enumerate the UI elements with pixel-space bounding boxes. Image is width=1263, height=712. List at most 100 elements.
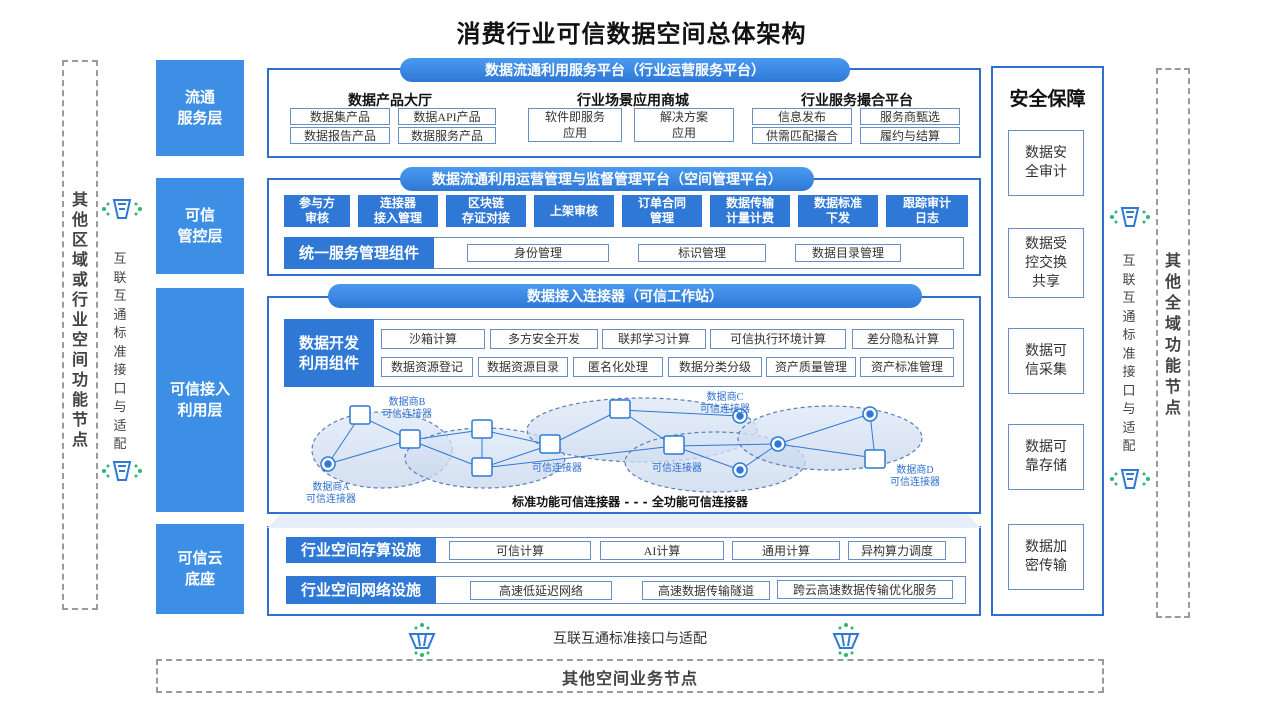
left-connector-icon-bottom bbox=[102, 461, 142, 481]
module-billing-text: 数据传输 计量计费 bbox=[725, 196, 774, 225]
cloud-panel-top-accent bbox=[267, 514, 981, 528]
module-listing: 上架审核 bbox=[534, 195, 614, 227]
module-order-text: 订单合同 管理 bbox=[637, 196, 686, 225]
storage-general: 通用计算 bbox=[732, 541, 840, 560]
node-cube-b3 bbox=[471, 419, 493, 439]
dev-component-text: 数据开发 利用组件 bbox=[298, 334, 359, 372]
label-merchant-c-text: 数据商C 可信连接器 bbox=[700, 392, 750, 415]
node-cube-c2 bbox=[663, 435, 685, 455]
network-tunnel: 高速数据传输隧道 bbox=[642, 581, 770, 600]
left-node-label-text: 其他区域或行业空间功能节点 bbox=[71, 190, 88, 449]
label-merchant-b: 数据商B 可信连接器 bbox=[372, 397, 442, 421]
module-audit: 跟踪审计 日志 bbox=[886, 195, 968, 227]
layer-circulation: 流通 服务层 bbox=[156, 60, 244, 156]
layer-access-text: 可信接入 利用层 bbox=[169, 380, 230, 419]
module-standard: 数据标准 下发 bbox=[798, 195, 878, 227]
network-caption: 标准功能可信连接器 - - - 全功能可信连接器 bbox=[512, 495, 748, 509]
unified-identifier: 标识管理 bbox=[638, 244, 766, 262]
bottom-node-frame bbox=[156, 659, 1104, 693]
node-hex-d-inner bbox=[774, 440, 782, 448]
access-title: 数据接入连接器（可信工作站） bbox=[328, 284, 922, 308]
node-cube-b bbox=[349, 405, 371, 425]
label-merchant-a-text: 数据商A 可信连接器 bbox=[306, 482, 356, 505]
layer-control: 可信 管控层 bbox=[156, 178, 244, 274]
network-low-latency: 高速低延迟网络 bbox=[470, 581, 612, 600]
unified-catalog: 数据目录管理 bbox=[795, 244, 901, 262]
match-supply: 供需匹配撮合 bbox=[752, 127, 852, 144]
label-merchant-d-text: 数据商D 可信连接器 bbox=[890, 465, 940, 488]
right-connector-icon-top bbox=[1110, 207, 1150, 227]
security-title: 安全保障 bbox=[1009, 88, 1086, 110]
network-title: 行业空间网络设施 bbox=[286, 576, 436, 604]
network-nodes bbox=[320, 399, 886, 478]
security-storage: 数据可 靠存储 bbox=[1008, 424, 1084, 490]
layer-circulation-text: 流通 服务层 bbox=[177, 88, 223, 127]
scene-solution-text: 解决方案 应用 bbox=[659, 110, 708, 140]
node-hex-c2-inner bbox=[736, 466, 744, 474]
dev-federated: 联邦学习计算 bbox=[602, 329, 706, 349]
left-interface-text: 互联互通标准接口与适配 bbox=[113, 251, 127, 451]
product-service: 数据服务产品 bbox=[398, 127, 496, 144]
security-storage-text: 数据可 靠存储 bbox=[1025, 440, 1067, 474]
layer-cloud-text: 可信云 底座 bbox=[177, 549, 223, 588]
unified-title: 统一服务管理组件 bbox=[284, 237, 434, 269]
product-api: 数据API产品 bbox=[398, 108, 496, 125]
label-merchant-d: 数据商D 可信连接器 bbox=[880, 465, 950, 489]
layer-access: 可信接入 利用层 bbox=[156, 288, 244, 512]
node-hex-d2-inner bbox=[866, 410, 874, 418]
left-connector-icon-top bbox=[102, 199, 142, 219]
group-title-scenes: 行业场景应用商城 bbox=[577, 93, 689, 109]
product-report: 数据报告产品 bbox=[290, 127, 390, 144]
right-connector-icon-bottom bbox=[1110, 469, 1150, 489]
match-select: 服务商甄选 bbox=[860, 108, 960, 125]
dev-standard: 资产标准管理 bbox=[860, 357, 954, 377]
node-cube-mid bbox=[539, 434, 561, 454]
module-order: 订单合同 管理 bbox=[622, 195, 702, 227]
control-title: 数据流通利用运营管理与监督管理平台（空间管理平台） bbox=[400, 167, 814, 191]
group-title-products: 数据产品大厅 bbox=[348, 93, 432, 109]
security-transfer: 数据加 密传输 bbox=[1008, 524, 1084, 590]
scene-solution: 解决方案 应用 bbox=[634, 108, 734, 142]
circulation-title: 数据流通利用服务平台（行业运营服务平台） bbox=[400, 58, 850, 82]
module-blockchain: 区块链 存证对接 bbox=[446, 195, 526, 227]
node-hex-a-inner bbox=[324, 460, 332, 468]
dev-quality: 资产质量管理 bbox=[766, 357, 856, 377]
node-cube-b4 bbox=[471, 457, 493, 477]
security-collect: 数据可 信采集 bbox=[1008, 328, 1084, 394]
bottom-node-label: 其他空间业务节点 bbox=[561, 669, 698, 688]
left-node-label: 其他区域或行业空间功能节点 bbox=[64, 190, 96, 490]
dev-component: 数据开发 利用组件 bbox=[284, 319, 374, 387]
dev-sandbox: 沙箱计算 bbox=[381, 329, 485, 349]
module-connector-text: 连接器 接入管理 bbox=[373, 196, 422, 225]
dev-catalog: 数据资源目录 bbox=[478, 357, 568, 377]
security-audit-text: 数据安 全审计 bbox=[1025, 146, 1067, 180]
security-transfer-text: 数据加 密传输 bbox=[1025, 540, 1067, 574]
module-standard-text: 数据标准 下发 bbox=[813, 196, 862, 225]
page-title: 消费行业可信数据空间总体架构 bbox=[456, 20, 807, 48]
left-interface-label: 互联互通标准接口与适配 bbox=[111, 250, 129, 454]
label-connector-2: 可信连接器 bbox=[652, 463, 702, 474]
label-merchant-b-text: 数据商B 可信连接器 bbox=[382, 397, 432, 420]
right-node-frame bbox=[1156, 68, 1190, 618]
node-cube-c bbox=[609, 399, 631, 419]
storage-trusted: 可信计算 bbox=[449, 541, 591, 560]
bottom-interface-label: 互联互通标准接口与适配 bbox=[553, 632, 707, 647]
module-participant-text: 参与方 审核 bbox=[298, 196, 335, 225]
bottom-connector-icon-right bbox=[832, 623, 860, 657]
security-collect-text: 数据可 信采集 bbox=[1025, 344, 1067, 378]
node-cube-d bbox=[864, 449, 886, 469]
node-cube-b2 bbox=[399, 429, 421, 449]
module-audit-text: 跟踪审计 日志 bbox=[902, 196, 951, 225]
product-dataset: 数据集产品 bbox=[290, 108, 390, 125]
unified-identity: 身份管理 bbox=[467, 244, 609, 262]
match-settle: 履约与结算 bbox=[860, 127, 960, 144]
scene-saas: 软件即服务 应用 bbox=[528, 108, 622, 142]
storage-title: 行业空间存算设施 bbox=[286, 537, 436, 563]
right-node-label: 其他全域功能节点 bbox=[1158, 250, 1188, 418]
left-node-frame bbox=[62, 60, 98, 610]
dev-tee: 可信执行环境计算 bbox=[710, 329, 846, 349]
module-listing-text: 上架审核 bbox=[549, 203, 598, 218]
right-interface-text: 互联互通标准接口与适配 bbox=[1122, 253, 1136, 453]
node-hex-c-inner bbox=[736, 412, 744, 420]
ellipse-merchant-d bbox=[737, 405, 923, 471]
